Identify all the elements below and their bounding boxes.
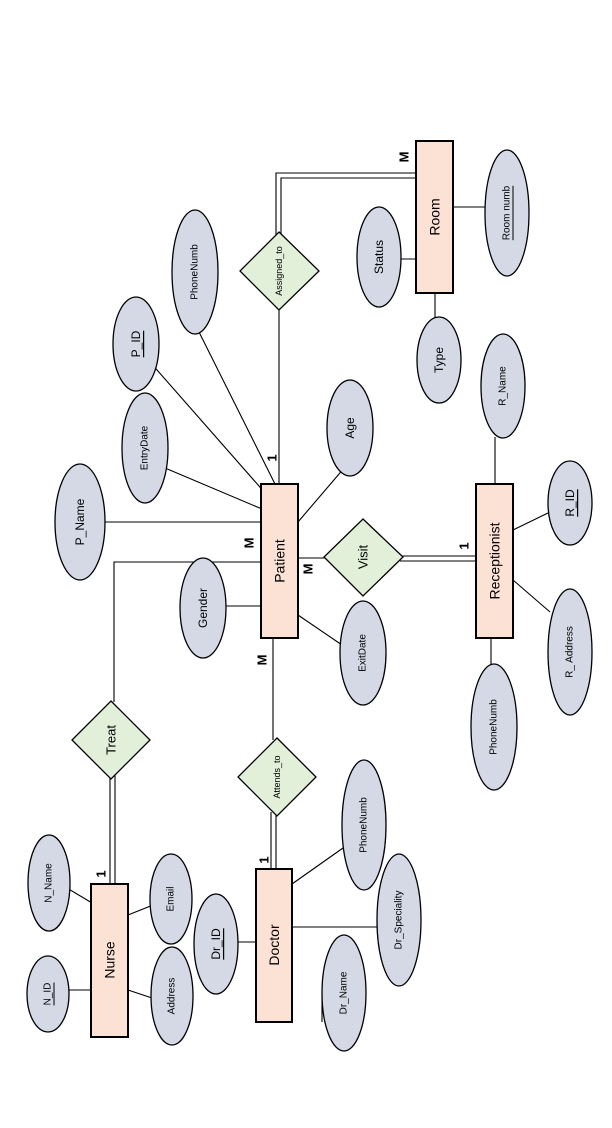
attr-p-name: P_Name [54, 463, 106, 581]
attr-email-label: Email [166, 886, 177, 911]
card-nurse-treat: 1 [94, 870, 109, 877]
line-patient-age [297, 466, 346, 523]
rel-assigned-to: Assigned_to [239, 231, 320, 311]
attr-n-id: N_ID [26, 955, 70, 1033]
attr-r-name: R_Name [480, 333, 526, 439]
line-patient-phone [197, 329, 277, 487]
entity-nurse-label: Nurse [102, 941, 118, 979]
card-patient-assigned: 1 [265, 454, 280, 461]
rel-treat-label: Treat [104, 725, 119, 755]
entity-nurse: Nurse [90, 883, 129, 1038]
attr-n-id-label: N_ID [43, 983, 54, 1006]
attr-dr-name: Dr_Name [321, 934, 367, 1052]
attr-r-address-label: R_ Address [565, 626, 576, 678]
attr-p-id: P_ID [112, 296, 160, 392]
card-patient-visit: M [301, 564, 316, 575]
attr-recep-phone-label: PhoneNumb [489, 699, 500, 755]
line-patient-exitdate [297, 614, 343, 646]
attr-address: Address [150, 946, 194, 1046]
rel-treat: Treat [71, 700, 151, 780]
attr-entry-date-label: EntryDate [140, 425, 151, 470]
attr-room-numb-label: Room numb [502, 185, 513, 240]
entity-room-label: Room [427, 198, 443, 235]
attr-gender: Gender [179, 557, 227, 659]
attr-patient-phone-label: PhoneNumb [190, 244, 201, 300]
rel-visit-label: Visit [356, 544, 371, 569]
attr-age-label: Age [343, 417, 357, 439]
rel-visit: Visit [323, 518, 404, 597]
attr-type: Type [416, 316, 462, 404]
attr-n-name-label: N_Name [44, 863, 55, 903]
line-recep-raddress [512, 579, 551, 613]
attr-entry-date: EntryDate [121, 392, 169, 504]
attr-patient-phone: PhoneNumb [171, 209, 219, 335]
card-room-assigned: M [397, 152, 412, 163]
attr-doctor-phone: PhoneNumb [341, 759, 387, 891]
line-recep-rid [512, 512, 549, 531]
attr-r-address: R_ Address [547, 588, 593, 716]
attr-address-label: Address [167, 978, 178, 1015]
attr-dr-id-label: Dr_ID [209, 928, 223, 960]
entity-room: Room [415, 140, 454, 294]
card-patient-treat: M [242, 538, 257, 549]
card-receptionist-visit: 1 [457, 542, 472, 549]
line-assigned-room-a [275, 172, 417, 248]
rel-assigned-to-label: Assigned_to [274, 246, 284, 296]
attr-dr-name-label: Dr_Name [339, 971, 350, 1014]
entity-patient: Patient [260, 483, 299, 639]
card-doctor-attends: 1 [257, 856, 272, 863]
rel-attends-to-label: Attends_to [272, 755, 282, 798]
line-nurse-address [127, 989, 153, 999]
entity-patient-label: Patient [272, 539, 288, 583]
attr-email: Email [149, 853, 193, 945]
attr-status: Status [356, 206, 402, 308]
attr-exit-date: ExitDate [339, 600, 387, 706]
attr-gender-label: Gender [196, 588, 210, 628]
line-patient-pid [149, 361, 267, 495]
attr-dr-id: Dr_ID [193, 893, 239, 995]
line-nurse-email [127, 904, 154, 916]
attr-age: Age [326, 379, 374, 477]
attr-p-name-label: P_Name [73, 498, 87, 545]
attr-status-label: Status [372, 240, 386, 274]
entity-receptionist-label: Receptionist [487, 522, 503, 599]
attr-recep-phone: PhoneNumb [470, 663, 518, 791]
attr-exit-date-label: ExitDate [358, 634, 369, 672]
entity-receptionist: Receptionist [475, 483, 514, 639]
entity-doctor: Doctor [255, 868, 293, 1023]
rel-attends-to: Attends_to [237, 737, 317, 817]
attr-dr-speciality-label: Dr_Speciality [394, 891, 405, 950]
attr-room-numb: Room numb [484, 149, 530, 277]
attr-r-id-label: R_ID [563, 489, 577, 517]
entity-doctor-label: Doctor [266, 924, 282, 966]
attr-dr-speciality: Dr_Speciality [376, 853, 422, 987]
attr-r-name-label: R_Name [498, 366, 509, 406]
attr-p-id-label: P_ID [129, 330, 143, 357]
line-doctor-phone [291, 847, 344, 885]
line-assigned-room-b [280, 177, 417, 242]
attr-n-name: N_Name [27, 834, 71, 932]
attr-type-label: Type [432, 347, 446, 373]
line-patient-entrydate [164, 467, 263, 510]
attr-r-id: R_ID [547, 460, 593, 546]
card-patient-attends: M [255, 655, 270, 666]
attr-doctor-phone-label: PhoneNumb [359, 797, 370, 853]
